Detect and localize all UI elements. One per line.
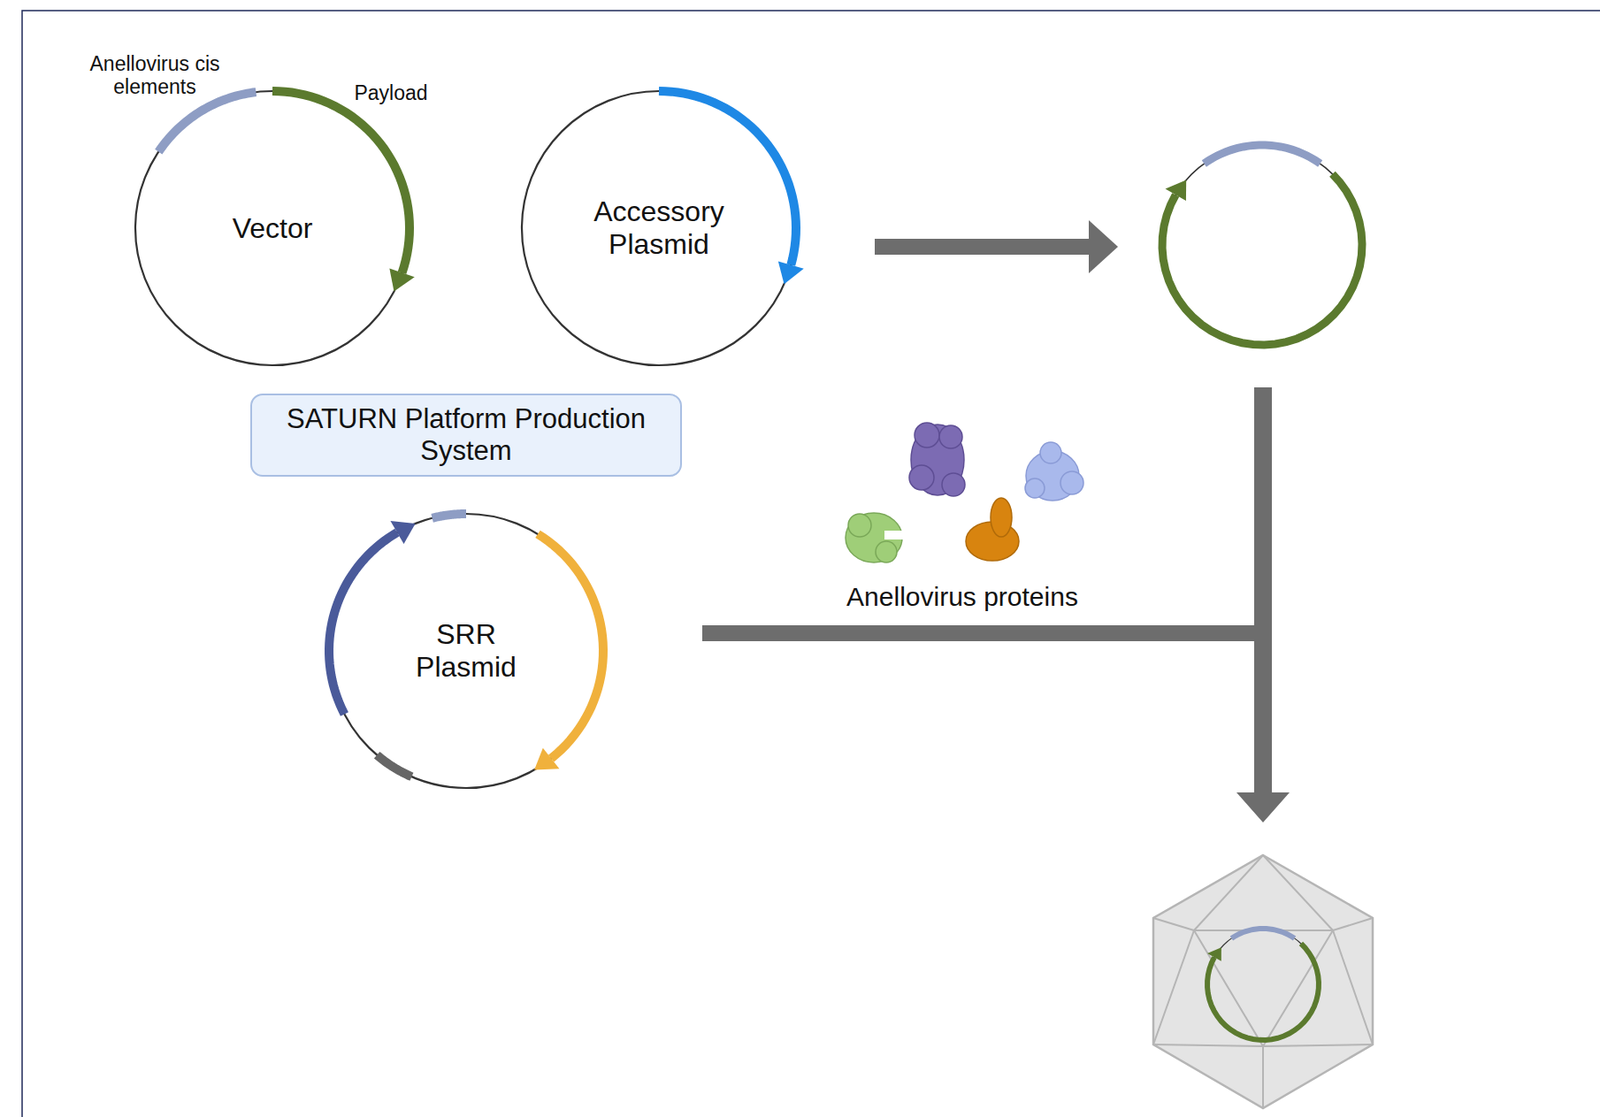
sequence-arc	[537, 534, 604, 759]
plasmid-ring	[1207, 928, 1319, 1041]
sequence-arc	[1231, 928, 1294, 939]
arrowhead	[389, 268, 414, 292]
plasmid-node: Vector	[134, 90, 411, 367]
sequence-arc	[158, 91, 256, 153]
plasmid-ring	[135, 91, 410, 366]
arrowhead	[390, 520, 415, 544]
node-label: SRR Plasmid	[390, 618, 542, 684]
arrowhead	[778, 261, 804, 285]
protein-label: Anellovirus proteins	[846, 581, 1079, 613]
arrowhead	[1207, 947, 1222, 962]
sequence-arc	[432, 513, 467, 519]
plasmid-ring	[1162, 145, 1363, 345]
arrowhead	[1165, 179, 1187, 201]
system-label-box: SATURN Platform Production System	[250, 393, 682, 477]
frame-border	[22, 10, 1600, 1117]
plasmid-ring	[521, 91, 797, 366]
sequence-arc	[376, 755, 412, 778]
protein-illustration	[845, 422, 1084, 563]
process-arrow	[874, 220, 1118, 274]
sequence-arc	[1207, 943, 1319, 1041]
sequence-arc	[1162, 174, 1363, 345]
node-label: Vector	[232, 212, 314, 245]
sequence-arc	[1203, 145, 1320, 164]
arrowhead	[534, 748, 559, 771]
plasmid-node: Accessory Plasmid	[520, 90, 797, 367]
node-label: SATURN Platform Production System	[264, 403, 668, 467]
sequence-arc	[272, 91, 410, 273]
element-label: Payload	[353, 82, 428, 106]
plasmid-node: SRR Plasmid	[328, 512, 605, 789]
element-label: Anellovirus cis elements	[77, 53, 233, 100]
process-arrow	[702, 387, 1290, 823]
capsid-illustration	[1153, 855, 1373, 1109]
sequence-arc	[329, 532, 398, 714]
plasmid-ring	[329, 513, 604, 789]
product-genome	[1162, 145, 1363, 345]
node-label: Accessory Plasmid	[566, 195, 752, 261]
